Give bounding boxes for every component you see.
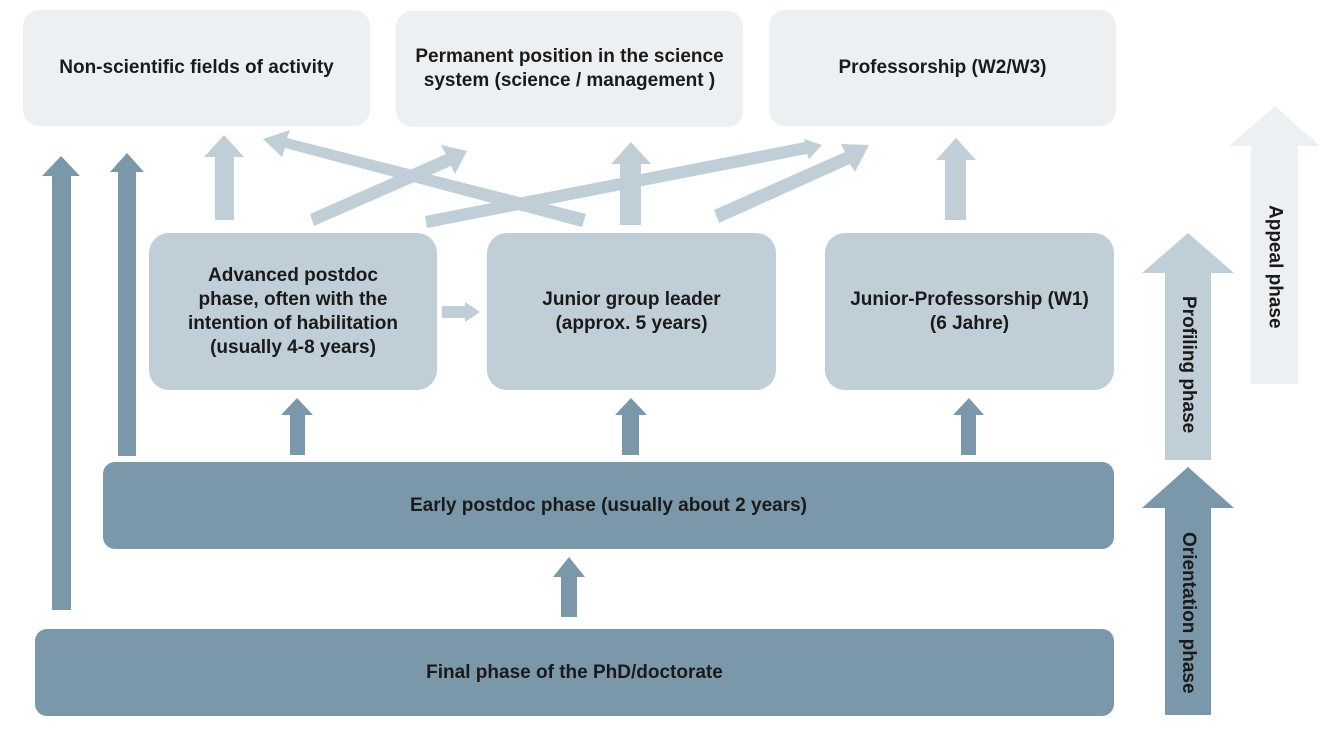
- box-professorship: Professorship (W2/W3): [769, 10, 1116, 126]
- appeal-phase-label: Appeal phase: [1264, 205, 1286, 329]
- orientation-phase-arrow: [1142, 467, 1234, 715]
- arrow-junior-prof-to-professorship: [936, 138, 976, 220]
- box-non-scientific-label: Non-scientific fields of activity: [59, 57, 334, 78]
- box-permanent-position: Permanent position in the science system…: [396, 11, 743, 127]
- arrow-phd-to-nonscientific: [42, 156, 80, 610]
- arrow-phd-to-early: [553, 557, 585, 617]
- arrow-junior-group-to-professorship: [714, 144, 869, 223]
- profiling-phase-label: Profiling phase: [1178, 296, 1199, 434]
- arrow-advanced-to-nonscientific: [204, 135, 244, 220]
- box-advanced-postdoc-label: Advanced postdoc phase, often with the i…: [187, 264, 399, 358]
- arrow-junior-group-to-nonscientific: [263, 130, 586, 227]
- box-junior-professorship-label: Junior-Professorship (W1) (6 Jahre): [850, 288, 1089, 334]
- box-early-postdoc: Early postdoc phase (usually about 2 yea…: [103, 462, 1114, 549]
- arrow-early-to-nonscientific: [110, 153, 144, 456]
- appeal-phase-arrow: [1229, 106, 1320, 384]
- box-advanced-postdoc: Advanced postdoc phase, often with the i…: [149, 233, 437, 390]
- box-non-scientific: Non-scientific fields of activity: [23, 10, 370, 126]
- box-permanent-position-label: Permanent position in the science system…: [415, 46, 724, 91]
- arrow-advanced-to-junior-group: [442, 302, 480, 322]
- box-junior-group-leader: Junior group leader (approx. 5 years): [487, 233, 776, 390]
- arrow-early-to-junior-group: [615, 398, 647, 455]
- profiling-phase-arrow: [1142, 233, 1234, 460]
- box-final-phase-label: Final phase of the PhD/doctorate: [426, 661, 723, 683]
- arrow-advanced-to-professorship: [425, 139, 822, 228]
- box-junior-group-leader-label: Junior group leader (approx. 5 years): [542, 288, 721, 334]
- box-early-postdoc-label: Early postdoc phase (usually about 2 yea…: [409, 494, 807, 516]
- box-professorship-label: Professorship (W2/W3): [838, 57, 1047, 78]
- arrow-advanced-to-permanent: [310, 145, 467, 226]
- arrow-early-to-advanced: [281, 398, 313, 455]
- orientation-phase-label: Orientation phase: [1178, 531, 1199, 694]
- box-final-phase: Final phase of the PhD/doctorate: [35, 629, 1114, 716]
- box-junior-professorship: Junior-Professorship (W1) (6 Jahre): [825, 233, 1114, 390]
- arrow-early-to-junior-prof: [953, 398, 984, 455]
